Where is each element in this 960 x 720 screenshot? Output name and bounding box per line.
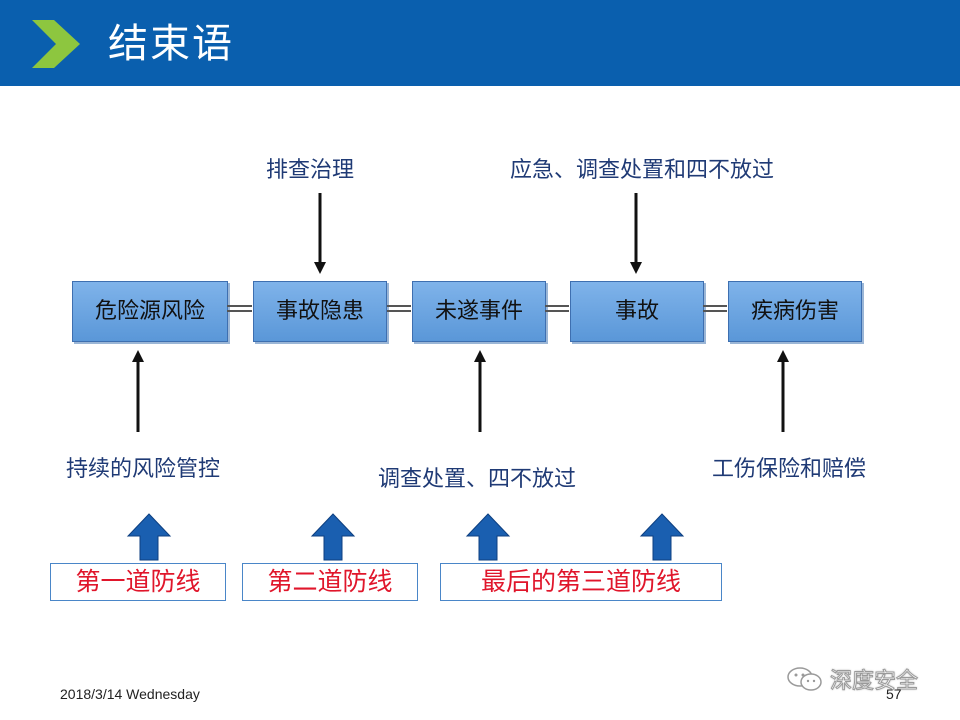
label-emergency-response: 应急、调查处置和四不放过 <box>510 158 775 183</box>
label-risk-control: 持续的风险管控 <box>66 457 221 482</box>
box-accident: 事故 <box>570 281 704 342</box>
box-near-miss: 未遂事件 <box>412 281 546 342</box>
connector <box>545 305 569 312</box>
block-arrow-second <box>310 513 356 561</box>
arrow-up-risk <box>132 350 144 432</box>
page-title: 结束语 <box>108 21 234 67</box>
connector <box>387 305 411 312</box>
chat-bubble-icon <box>787 667 822 691</box>
chevron-right-icon <box>32 20 80 68</box>
connector <box>227 305 252 312</box>
arrow-up-near-miss <box>474 350 486 432</box>
block-arrow-first <box>126 513 172 561</box>
box-hazard-risk: 危险源风险 <box>72 281 228 342</box>
connector <box>703 305 727 312</box>
label-injury-insurance: 工伤保险和赔偿 <box>712 457 867 482</box>
defense-line-second: 第二道防线 <box>242 563 418 601</box>
arrow-down-accident <box>630 193 642 274</box>
title-bar: 结束语 <box>0 0 960 86</box>
page-number: 57 <box>886 686 902 702</box>
arrow-up-injury <box>777 350 789 432</box>
defense-line-last: 最后的第三道防线 <box>440 563 722 601</box>
block-arrow-fourth <box>639 513 685 561</box>
watermark-text: 深度安全 <box>829 669 919 695</box>
box-disease-injury: 疾病伤害 <box>728 281 862 342</box>
label-near-miss-handling: 调查处置、四不放过 <box>378 467 577 492</box>
watermark: 深度安全 <box>786 664 919 695</box>
box-hidden-danger: 事故隐患 <box>253 281 387 342</box>
footer-date: 2018/3/14 Wednesday <box>60 686 200 702</box>
defense-line-first: 第一道防线 <box>50 563 226 601</box>
block-arrow-third <box>465 513 511 561</box>
arrow-down-hidden-danger <box>314 193 326 274</box>
label-investigation-treatment: 排查治理 <box>266 158 355 183</box>
